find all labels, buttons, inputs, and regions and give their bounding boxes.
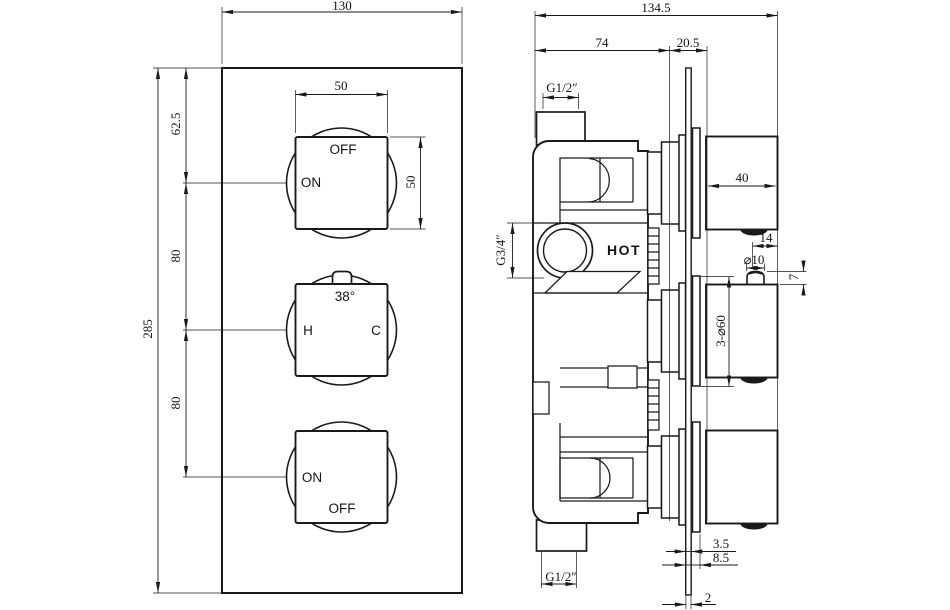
side-dimension-lines (510, 13, 806, 607)
dim-plate-offset-b-label: 8.5 (712, 550, 730, 565)
dim-body-depth-label: 74 (595, 35, 609, 50)
knob-mid-hot-label: H (303, 323, 313, 338)
dim-overall-width-label: 130 (332, 0, 352, 13)
front-knob-top (285, 127, 398, 239)
escutcheon-rings (691, 127, 701, 533)
knob-mid-cold-label: C (371, 323, 381, 338)
dim-button-offset-label: 14 (759, 230, 773, 245)
wall-plate (685, 67, 692, 596)
knob-top-on-label: ON (300, 175, 322, 190)
side-view-drawing (507, 11, 807, 609)
side-extension-lines (507, 11, 807, 609)
dim-overall-depth-label: 134.5 (641, 0, 671, 15)
service-stop-bottom (647, 379, 660, 431)
cartridge-stacks (646, 134, 687, 526)
override-button-side (746, 270, 765, 286)
front-knob-middle (285, 270, 398, 386)
dim-knob-width-label: 50 (334, 78, 348, 93)
hot-port-label: HOT (606, 242, 642, 258)
dim-top-offset-label: 62.5 (168, 112, 183, 136)
knob-top-off-label: OFF (329, 142, 357, 157)
dim-pitch-upper-label: 80 (168, 249, 183, 263)
dim-trim-depth-label: 20.5 (676, 35, 700, 50)
dim-button-height-label: 7 (786, 273, 801, 281)
dim-escutcheon-dia-label: 3-⌀60 (713, 315, 728, 347)
knob-mid-temp-label: 38° (334, 289, 356, 304)
valve-body-outline (532, 140, 649, 524)
front-override-button (331, 270, 353, 286)
knob-bottom-on-label: ON (301, 470, 323, 485)
thread-inlet-bottom-label: G1/2″ (545, 569, 577, 584)
dim-plate-thickness-label: 2 (704, 590, 712, 605)
dim-button-dia-label: ⌀10 (743, 252, 765, 267)
knob-bottom-off-label: OFF (328, 501, 356, 516)
dim-plate-offset-a-label: 3.5 (712, 536, 730, 551)
service-stop-top (647, 227, 660, 285)
inlet-stub-bottom (535, 519, 588, 552)
thread-outlet-label: G3/4″ (493, 234, 508, 266)
front-knob-bottom (285, 421, 398, 533)
dim-overall-height-label: 285 (140, 319, 155, 339)
dim-pitch-lower-label: 80 (168, 396, 183, 410)
dim-knob-height-label: 50 (403, 175, 418, 189)
front-dimension-lines (155, 9, 462, 593)
inlet-stub-top (535, 111, 586, 146)
front-view-drawing (153, 7, 463, 594)
dim-handle-depth-label: 40 (735, 170, 749, 185)
valve-body-detail (532, 157, 660, 502)
thread-inlet-top-label: G1/2″ (546, 80, 578, 95)
